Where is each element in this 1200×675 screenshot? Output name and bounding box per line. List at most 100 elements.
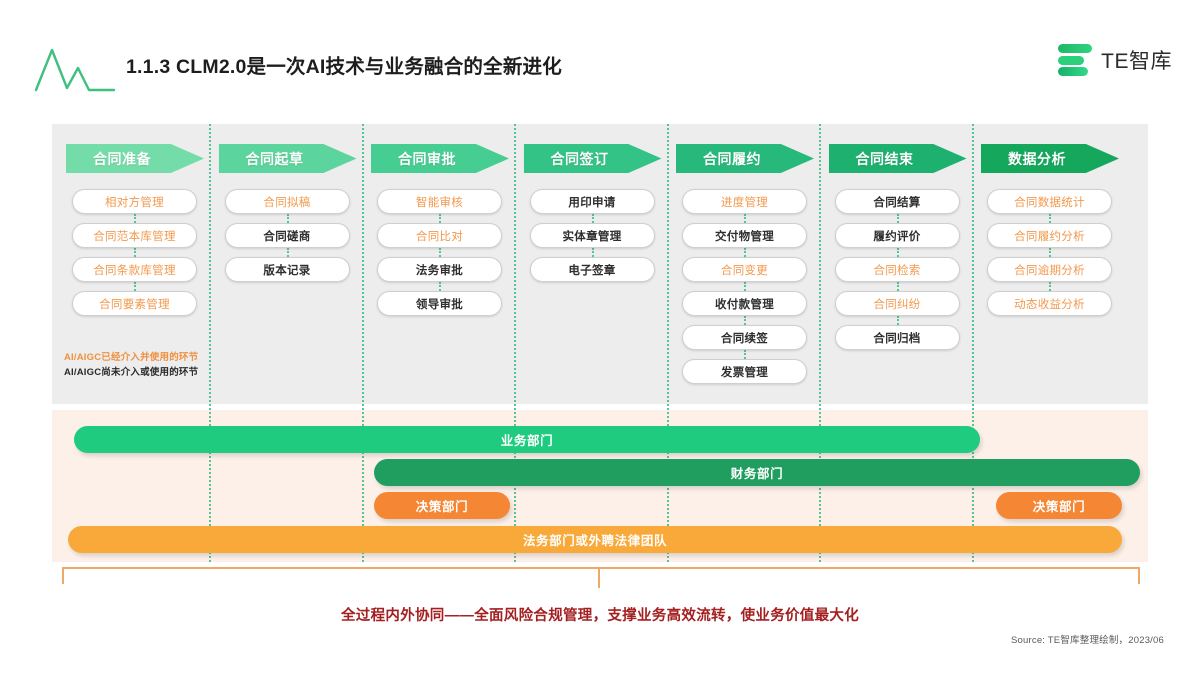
process-item[interactable]: 版本记录 [224, 257, 350, 282]
process-item-label: 合同归档 [873, 332, 921, 345]
item-connector [439, 248, 441, 257]
department-bar-label: 业务部门 [500, 434, 554, 448]
process-item[interactable]: 合同比对 [377, 223, 502, 248]
process-item-label: 进度管理 [720, 196, 769, 209]
process-item[interactable]: 法务审批 [377, 257, 502, 282]
process-item[interactable]: 合同续签 [682, 325, 807, 350]
stage-divider-3 [514, 124, 516, 562]
legend-item-ai: AI/AIGC已经介入并使用的环节 [64, 352, 199, 363]
page-header: 1.1.3 CLM2.0是一次AI技术与业务融合的全新进化 TE智库 [0, 0, 1200, 110]
process-item-label: 领导审批 [415, 298, 464, 311]
process-item[interactable]: 用印申请 [529, 189, 655, 214]
item-connector [134, 282, 136, 291]
source-note: Source: TE智库整理绘制，2023/06 [1011, 635, 1164, 646]
process-item-label: 合同结算 [873, 196, 921, 209]
item-connector [134, 248, 136, 257]
process-item-label: 合同比对 [415, 230, 464, 243]
stage-divider-6 [971, 124, 974, 562]
item-connector [896, 316, 899, 325]
legend-item-no-ai: AI/AIGC尚未介入或使用的环节 [64, 367, 199, 378]
stage-arrow-label: 合同起草 [245, 150, 304, 167]
stage-arrow-1[interactable]: 合同准备 [66, 144, 204, 173]
process-item-label: 交付物管理 [715, 230, 774, 243]
process-item[interactable]: 合同检索 [834, 257, 960, 282]
process-item[interactable]: 合同变更 [682, 257, 807, 282]
stage-arrow-label: 合同签订 [550, 150, 609, 167]
logo-text: TE智库 [1101, 50, 1172, 73]
process-item[interactable]: 合同逾期分析 [987, 257, 1112, 282]
process-item-label: 合同条款库管理 [93, 264, 176, 277]
item-connector [744, 282, 746, 291]
sparkline-icon [34, 48, 116, 92]
process-item-label: 版本记录 [263, 264, 311, 277]
department-bar[interactable]: 决策部门 [374, 492, 510, 519]
stage-divider-1 [209, 124, 211, 562]
page-title: 1.1.3 CLM2.0是一次AI技术与业务融合的全新进化 [126, 56, 562, 78]
process-item[interactable]: 收付款管理 [682, 291, 807, 316]
process-item[interactable]: 智能审核 [377, 189, 502, 214]
process-item[interactable]: 合同归档 [834, 325, 960, 350]
process-item[interactable]: 合同数据统计 [987, 189, 1112, 214]
process-item-label: 合同数据统计 [1014, 196, 1085, 209]
process-item[interactable]: 合同拟稿 [224, 189, 350, 214]
process-item-label: 履约评价 [873, 230, 921, 243]
process-item[interactable]: 交付物管理 [682, 223, 807, 248]
stage-arrow-5[interactable]: 合同履约 [676, 144, 814, 173]
department-bar[interactable]: 财务部门 [374, 459, 1140, 486]
item-connector [1049, 282, 1051, 291]
item-connector [286, 214, 289, 223]
process-item-label: 合同拟稿 [263, 196, 311, 209]
process-item[interactable]: 相对方管理 [72, 189, 197, 214]
process-item-label: 动态收益分析 [1014, 298, 1085, 311]
process-item[interactable]: 进度管理 [682, 189, 807, 214]
process-item-label: 收付款管理 [715, 298, 774, 311]
process-item[interactable]: 电子签章 [529, 257, 655, 282]
process-item[interactable]: 合同范本库管理 [72, 223, 197, 248]
department-bar-label: 财务部门 [730, 467, 784, 481]
stage-divider-4 [666, 124, 669, 562]
department-bar[interactable]: 法务部门或外聘法律团队 [68, 526, 1122, 553]
process-item[interactable]: 合同条款库管理 [72, 257, 197, 282]
item-connector [286, 248, 289, 257]
process-item[interactable]: 实体章管理 [529, 223, 655, 248]
process-item[interactable]: 合同纠纷 [834, 291, 960, 316]
item-connector [134, 214, 136, 223]
stage-arrow-3[interactable]: 合同审批 [371, 144, 509, 173]
process-item[interactable]: 履约评价 [834, 223, 960, 248]
item-connector [1049, 214, 1051, 223]
item-connector [1049, 248, 1051, 257]
stage-arrow-label: 数据分析 [1008, 150, 1066, 167]
te-logo-icon [1058, 44, 1093, 76]
stage-arrow-4[interactable]: 合同签订 [523, 144, 662, 173]
process-item[interactable]: 合同履约分析 [987, 223, 1112, 248]
item-connector [896, 248, 899, 257]
department-bar[interactable]: 业务部门 [74, 426, 980, 453]
process-item-label: 法务审批 [415, 264, 464, 277]
stage-arrow-7[interactable]: 数据分析 [981, 144, 1119, 173]
stage-divider-5 [819, 124, 821, 562]
stage-arrow-6[interactable]: 合同结束 [828, 144, 967, 173]
process-item-label: 合同变更 [720, 264, 769, 277]
item-connector [744, 316, 746, 325]
summary-bracket [62, 567, 1140, 584]
process-item[interactable]: 合同要素管理 [72, 291, 197, 316]
item-connector [896, 214, 899, 223]
brand-logo: TE智库 [1058, 44, 1172, 76]
stage-arrow-2[interactable]: 合同起草 [218, 144, 357, 173]
process-item[interactable]: 合同结算 [834, 189, 960, 214]
stage-arrow-label: 合同履约 [703, 150, 761, 167]
item-connector [744, 248, 746, 257]
stage-arrow-label: 合同准备 [93, 150, 151, 167]
legend: AI/AIGC已经介入并使用的环节 AI/AIGC尚未介入或使用的环节 [64, 350, 198, 380]
process-item[interactable]: 合同磋商 [224, 223, 350, 248]
process-item-label: 智能审核 [415, 196, 464, 209]
process-item[interactable]: 发票管理 [682, 359, 807, 384]
process-item-label: 合同纠纷 [873, 298, 921, 311]
process-item-label: 合同要素管理 [99, 298, 170, 311]
process-item-label: 用印申请 [568, 196, 616, 209]
process-item[interactable]: 动态收益分析 [987, 291, 1112, 316]
item-connector [744, 350, 746, 359]
department-bar[interactable]: 决策部门 [996, 492, 1122, 519]
process-item[interactable]: 领导审批 [377, 291, 502, 316]
process-item-label: 发票管理 [720, 366, 769, 379]
